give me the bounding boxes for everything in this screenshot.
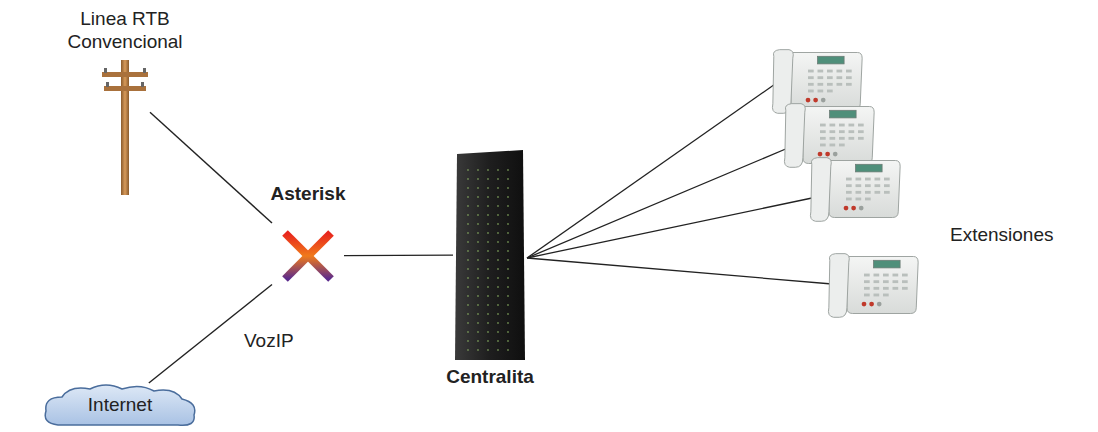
group-label: Extensiones xyxy=(948,224,1056,247)
pbx-cabinet xyxy=(453,148,527,362)
edge-label: VozIP xyxy=(242,330,296,353)
internet-cloud: Internet xyxy=(40,383,200,429)
pbx-node: Centralita xyxy=(440,148,540,389)
pole-node: Linea RTB Convencional xyxy=(60,8,190,195)
asterisk-node: Asterisk xyxy=(248,183,368,292)
node-label: Linea RTB Convencional xyxy=(60,8,190,54)
node-label: Asterisk xyxy=(248,183,368,206)
connector-line xyxy=(344,254,453,256)
node-label: Centralita xyxy=(440,366,540,389)
connector xyxy=(150,112,272,223)
telephone-pole xyxy=(100,60,150,195)
connector xyxy=(344,255,453,256)
connector-line xyxy=(150,112,272,223)
node-label: Internet xyxy=(40,383,200,417)
asterisk-logo xyxy=(272,220,344,292)
